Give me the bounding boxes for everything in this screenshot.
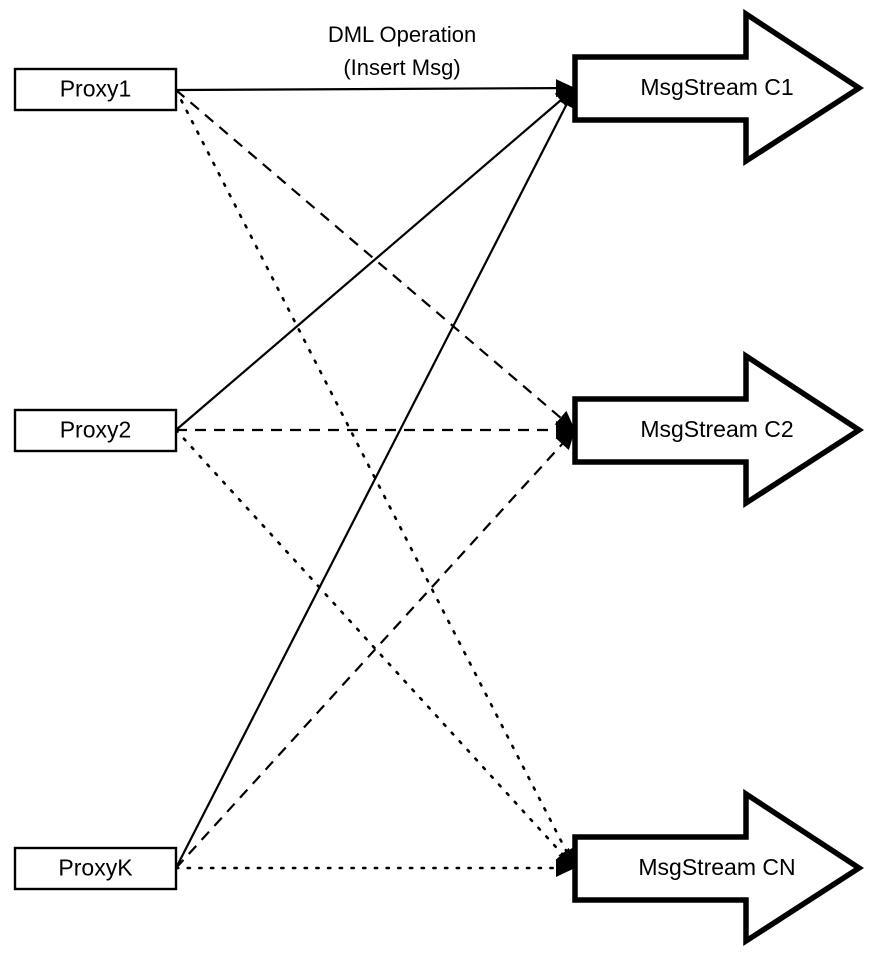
edge-proxyk-to-c1 <box>175 88 575 869</box>
arrowhead-icon <box>555 847 575 868</box>
block-arrow-icon <box>572 8 865 167</box>
block-arrow-icon <box>572 788 865 947</box>
proxy-node-proxy2[interactable]: Proxy2 <box>13 408 178 453</box>
edge-line-solid <box>175 86 557 92</box>
arrowhead-icon <box>556 859 575 877</box>
proxy-label: Proxy1 <box>60 76 132 102</box>
edge-proxyk-to-c2 <box>175 430 575 869</box>
edge-line-solid <box>175 99 562 431</box>
arrowhead-icon <box>558 88 575 110</box>
proxy-node-proxy1[interactable]: Proxy1 <box>13 67 178 112</box>
arrowhead-icon <box>556 421 575 439</box>
proxy-node-proxyk[interactable]: ProxyK <box>13 846 178 891</box>
proxy-box-outline <box>13 408 178 453</box>
edge-proxy2-to-c2 <box>176 421 575 439</box>
proxy-label: ProxyK <box>58 855 133 881</box>
edge-line-solid <box>175 104 568 869</box>
stream-label: MsgStream CN <box>638 854 795 880</box>
stream-label: MsgStream C2 <box>640 416 793 442</box>
edge-line-dotted <box>174 88 568 853</box>
edges-layer <box>174 79 575 877</box>
edge-proxy2-to-cn <box>174 428 575 868</box>
caption-layer: DML Operation (Insert Msg) <box>328 22 476 80</box>
edge-line-dotted <box>174 428 564 856</box>
dml-operation-caption-line1: DML Operation <box>328 22 476 47</box>
proxy-box-outline <box>13 846 178 891</box>
stream-node-msgstream-c1[interactable]: MsgStream C1 <box>572 8 865 167</box>
stream-label: MsgStream C1 <box>640 74 793 100</box>
edge-line-dashed <box>175 89 562 419</box>
arrowhead-icon <box>555 430 575 451</box>
stream-node-msgstream-c2[interactable]: MsgStream C2 <box>572 350 865 509</box>
edge-proxy1-to-c1 <box>175 79 575 98</box>
dml-operation-caption-line2: (Insert Msg) <box>343 55 460 80</box>
edge-line-dashed <box>175 443 564 869</box>
streams-layer: MsgStream C1 MsgStream C2 MsgStream CN <box>572 8 865 947</box>
proxy-label: Proxy2 <box>60 417 132 443</box>
stream-node-msgstream-cn[interactable]: MsgStream CN <box>572 788 865 947</box>
proxy-box-outline <box>13 67 178 112</box>
edge-proxyk-to-cn <box>174 859 575 877</box>
block-arrow-icon <box>572 350 865 509</box>
